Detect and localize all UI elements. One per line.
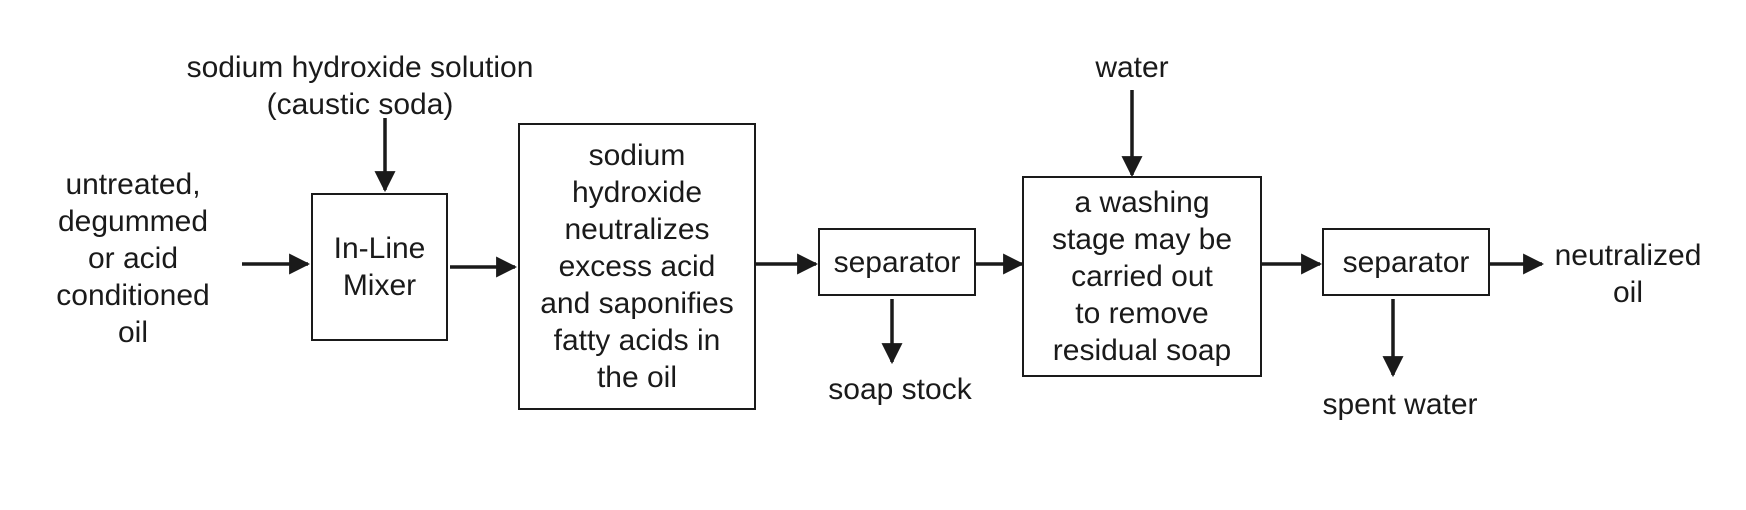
separator-2-box: separator [1322, 228, 1490, 296]
washing-stage-box: a washing stage may be carried out to re… [1022, 176, 1262, 377]
neutralization-box: sodium hydroxide neutralizes excess acid… [518, 123, 756, 410]
input-sodium-hydroxide-label: sodium hydroxide solution (caustic soda) [186, 51, 534, 121]
in-line-mixer-box: In-Line Mixer [311, 193, 448, 341]
separator-1-box: separator [818, 228, 976, 296]
input-water-label: water [1095, 51, 1169, 84]
output-spent-water-label: spent water [1322, 388, 1478, 421]
input-untreated-oil-label: untreated, degummed or acid conditioned … [56, 168, 210, 349]
output-neutralized-oil-label: neutralized oil [1554, 239, 1702, 309]
output-soap-stock-label: soap stock [828, 373, 972, 406]
